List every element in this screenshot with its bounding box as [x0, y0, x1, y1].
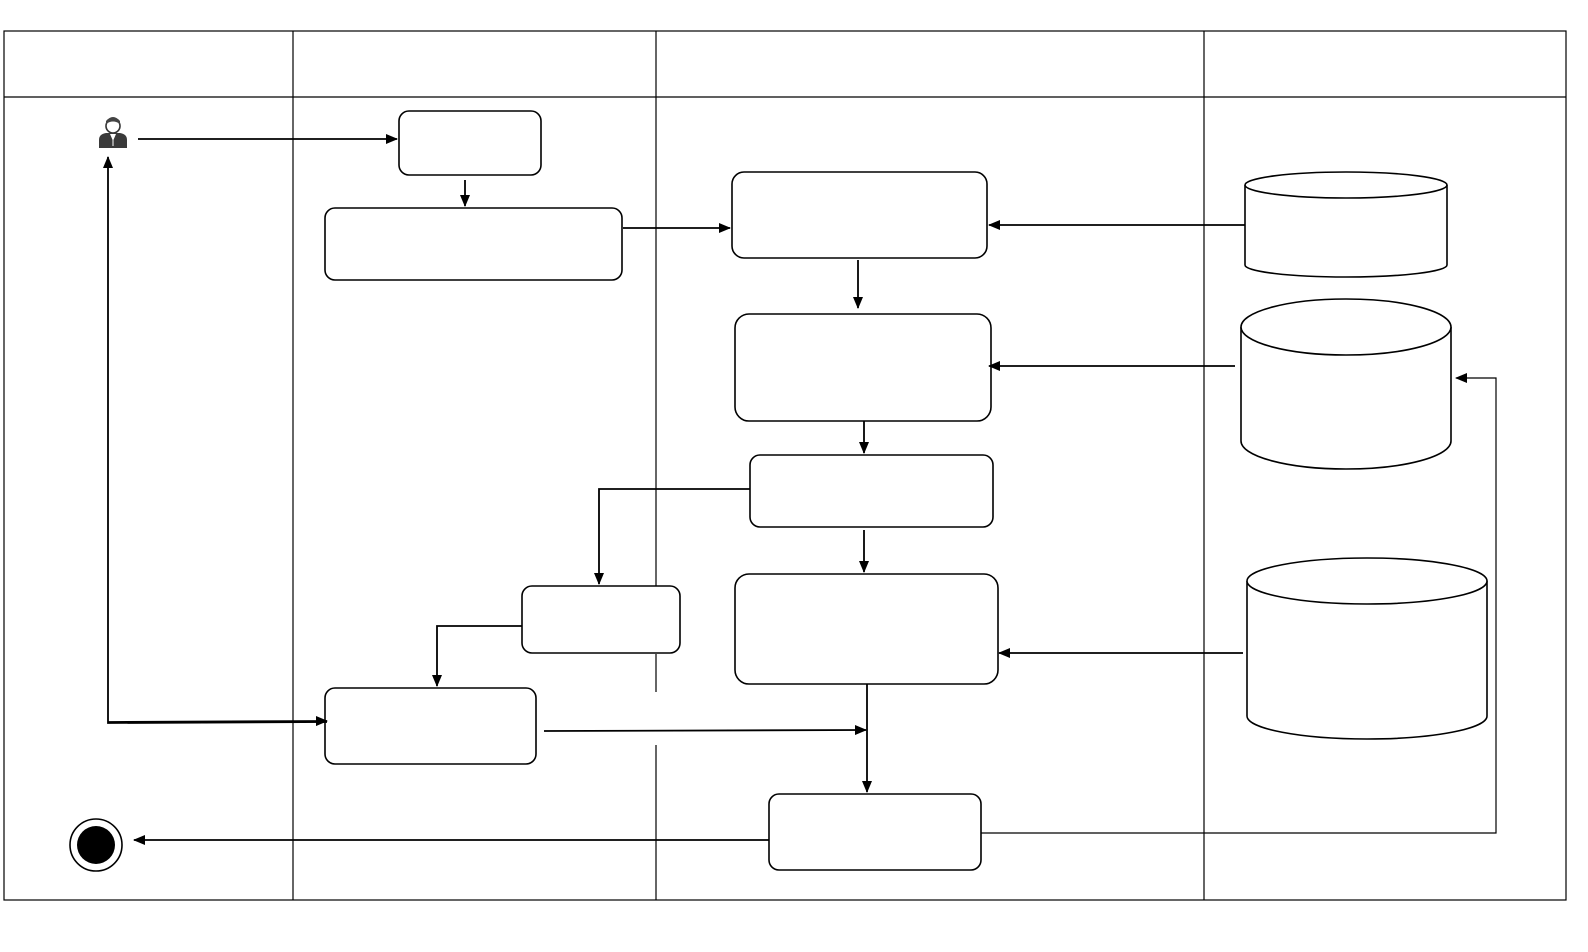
activity-process-1: [731, 171, 988, 259]
flow-smallmid-result: [432, 625, 522, 687]
outer-frame: [3, 30, 1567, 901]
flow-final-db2: [981, 373, 1497, 834]
activity-process-2: [734, 313, 992, 422]
flow-result-actor: [103, 156, 328, 724]
database-3: [1246, 557, 1488, 740]
flow-actor-result: [107, 716, 328, 727]
actor-icon: [99, 117, 127, 148]
activity-process-3: [749, 454, 994, 528]
activity-request: [324, 207, 623, 281]
activity-result: [324, 687, 537, 765]
database-2: [1240, 298, 1452, 470]
final-node: [69, 818, 123, 872]
activity-final: [768, 793, 982, 871]
swimlane-frame: [3, 30, 1567, 901]
flow-connectors: [103, 134, 1497, 845]
activity-login: [398, 110, 542, 176]
flow-process3-smallmid: [594, 488, 750, 585]
flow-result-merge: [543, 725, 867, 736]
database-1: [1244, 171, 1448, 278]
activity-small-mid: [521, 585, 681, 654]
activity-process-4: [734, 573, 999, 685]
